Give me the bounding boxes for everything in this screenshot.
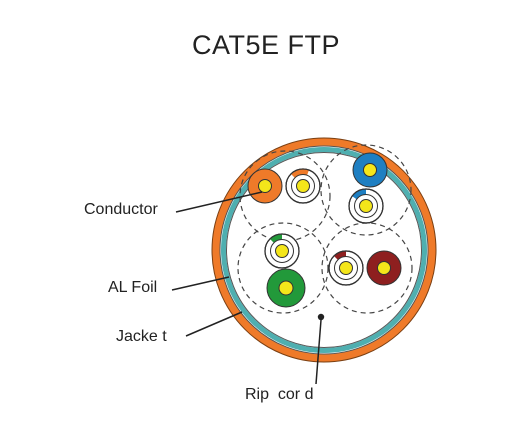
pair-boundary-green (237, 222, 329, 314)
conductor-blue (352, 152, 388, 188)
rip-cord-label: Rip cor d (245, 386, 314, 403)
conductor-leader-line (175, 191, 263, 213)
pair-boundary-blue (320, 144, 412, 236)
conductor-white-green (264, 233, 300, 269)
conductor-brown (366, 250, 402, 286)
diagram-title: CAT5E FTP (191, 30, 341, 60)
conductor-white-brown (328, 250, 364, 286)
conductor-green (266, 268, 306, 308)
al-foil-label: AL Foil (108, 279, 158, 296)
conductor-white-orange (285, 168, 321, 204)
rip-cord-leader-line (315, 319, 322, 385)
al-foil-ring (221, 147, 427, 353)
conductor-orange (247, 168, 283, 204)
rip-cord (317, 313, 325, 321)
jacket-label: Jacke t (116, 328, 167, 345)
jacket-leader-line (185, 311, 243, 337)
conductor-label: Conductor (84, 201, 158, 218)
pair-boundary-orange (239, 150, 331, 242)
al-foil-leader-line (171, 276, 230, 291)
conductor-white-blue (348, 188, 384, 224)
